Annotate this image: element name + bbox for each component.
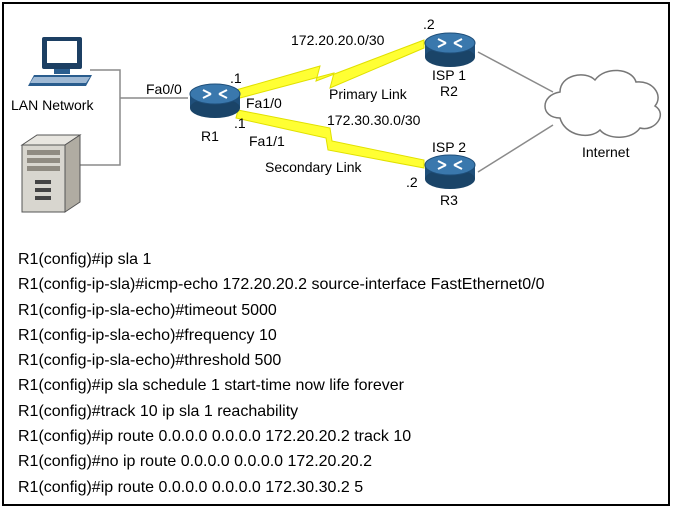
figure-frame <box>2 2 670 506</box>
secondary-subnet-label: 172.30.30.0/30 <box>327 112 421 128</box>
internet-cloud-icon <box>544 69 661 138</box>
config-line: R1(config-ip-sla-echo)#timeout 5000 <box>18 301 277 319</box>
lan-network-label: LAN Network <box>11 97 94 113</box>
secondary-link-label: Secondary Link <box>265 159 363 175</box>
config-line: R1(config)#ip sla 1 <box>18 251 152 268</box>
primary-subnet-label: 172.20.20.0/30 <box>291 32 385 48</box>
r2-ip-label: .2 <box>423 16 435 32</box>
r3-ip-label: .2 <box>406 174 418 190</box>
router-r3-icon <box>424 154 476 189</box>
isp2-label: ISP 2 <box>432 139 466 155</box>
r1-fa10-ip-label: .1 <box>230 70 242 86</box>
r3-name-label: R3 <box>440 192 458 208</box>
config-line: R1(config-ip-sla)#icmp-echo 172.20.20.2 … <box>18 276 545 294</box>
r1-fa11-label: Fa1/1 <box>249 133 285 149</box>
r2-name-label: R2 <box>440 83 458 99</box>
internet-label: Internet <box>582 144 630 160</box>
wan-cables <box>477 51 554 173</box>
r1-fa11-ip-label: .1 <box>234 115 246 131</box>
isp1-label: ISP 1 <box>432 67 466 83</box>
config-line: R1(config)#track 10 ip sla 1 reachabilit… <box>18 402 299 420</box>
config-listing: R1(config)#ip sla 1 R1(config-ip-sla)#ic… <box>18 247 545 500</box>
lan-cabling <box>62 69 188 166</box>
router-r2-icon <box>424 32 476 67</box>
config-line: R1(config)#ip route 0.0.0.0 0.0.0.0 172.… <box>18 428 412 446</box>
config-line: R1(config-ip-sla-echo)#frequency 10 <box>18 326 277 344</box>
server-icon <box>20 134 82 213</box>
pc-icon <box>28 37 92 86</box>
config-line: R1(config-ip-sla-echo)#threshold 500 <box>18 352 282 370</box>
router-r1-icon <box>189 83 241 118</box>
network-diagram: LAN Network Fa0/0 .1 Fa1/0 .1 <box>11 16 661 213</box>
primary-link-label: Primary Link <box>329 86 408 102</box>
r1-name-label: R1 <box>201 128 219 144</box>
config-line: R1(config)#ip route 0.0.0.0 0.0.0.0 172.… <box>18 478 364 496</box>
r1-fa00-label: Fa0/0 <box>146 81 182 97</box>
primary-serial-link <box>235 39 425 99</box>
secondary-serial-link <box>235 109 425 169</box>
config-line: R1(config)#no ip route 0.0.0.0 0.0.0.0 1… <box>18 453 373 471</box>
config-line: R1(config)#ip sla schedule 1 start-time … <box>18 377 404 395</box>
r1-fa10-label: Fa1/0 <box>246 95 282 111</box>
